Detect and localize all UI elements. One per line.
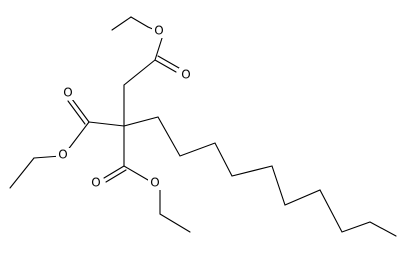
bond-left-carbonyl-1 [71, 98, 90, 123]
bond-top-ethyl-ch2 [130, 16, 149, 28]
bond-left-ethyl-ch3 [9, 157, 35, 189]
bond-top-ethyl-ch3 [111, 16, 132, 31]
bond-top-carbonyl-1 [154, 59, 177, 73]
atom-label: O [154, 24, 163, 38]
bond-left-carbonyl-2 [67, 100, 86, 125]
bond-lower-carbonyl-2 [105, 169, 127, 183]
bond-lower-ester-oc [123, 165, 149, 181]
atom-label: O [91, 176, 100, 190]
atom-o-top-carbonyl: O [179, 68, 193, 82]
atom-label: O [63, 86, 72, 100]
atom-label: O [181, 68, 190, 82]
atom-o-top-ether: O [152, 24, 166, 38]
atom-o-lower-ether: O [148, 176, 162, 190]
atom-label: O [150, 176, 159, 190]
bond-quaternary-to-left-ester [88, 121, 125, 127]
bond-top-ester-oc [154, 34, 164, 61]
atom-o-left-ether: O [56, 148, 70, 162]
bond-lower-ethyl-ch3 [159, 213, 191, 233]
bond-left-ester-oc [66, 121, 90, 152]
bond-lower-carbonyl-1 [103, 165, 125, 179]
atom-o-lower-carbonyl: O [89, 176, 103, 190]
bond-decyl-chain [123, 116, 397, 237]
bond-top-carbonyl-2 [157, 55, 180, 69]
atom-o-left-carbonyl: O [61, 86, 75, 100]
bond-ch2-to-ester [123, 59, 156, 86]
atom-label: O [58, 148, 67, 162]
